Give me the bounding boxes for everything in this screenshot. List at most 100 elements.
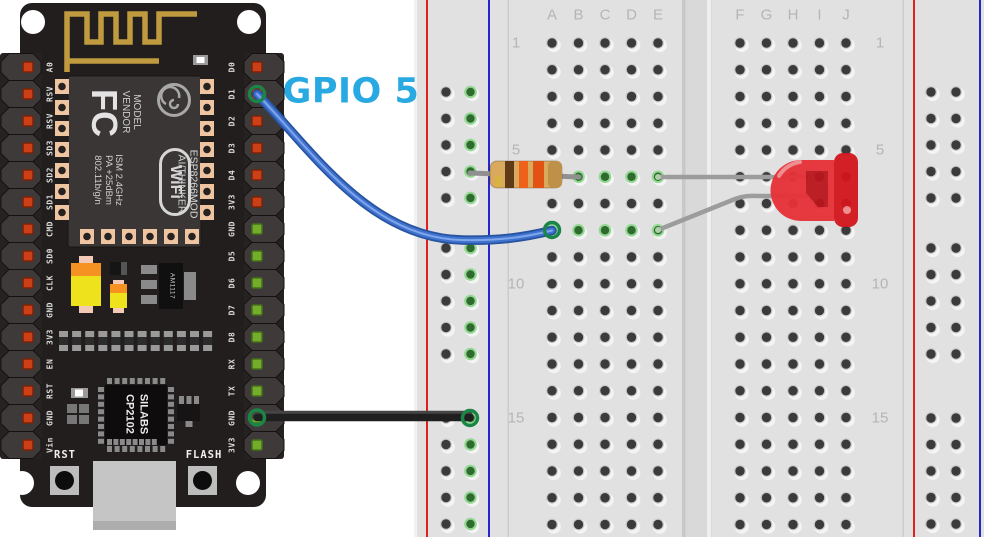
breadboard-hole[interactable] (926, 519, 936, 529)
breadboard-hole-connected[interactable] (600, 226, 610, 235)
breadboard-hole[interactable] (626, 493, 637, 503)
breadboard-hole[interactable] (573, 519, 584, 530)
breadboard-hole[interactable] (761, 145, 772, 155)
breadboard-hole[interactable] (761, 332, 772, 342)
breadboard-hole[interactable] (926, 296, 936, 306)
breadboard-hole[interactable] (951, 269, 961, 280)
breadboard-hole[interactable] (653, 65, 663, 75)
breadboard-hole[interactable] (600, 439, 610, 449)
left-pin-pad-SD2[interactable] (22, 169, 34, 181)
right-pin-3V3[interactable] (243, 188, 285, 216)
breadboard-hole[interactable] (841, 279, 851, 289)
breadboard-hole[interactable] (814, 332, 825, 342)
breadboard-hole[interactable] (547, 91, 557, 102)
breadboard-hole[interactable] (573, 38, 584, 48)
right-pin-D6[interactable] (243, 269, 285, 297)
breadboard-hole[interactable] (926, 413, 936, 423)
breadboard-hole[interactable] (441, 140, 451, 150)
breadboard-hole[interactable] (547, 466, 557, 476)
breadboard-hole-connected[interactable] (466, 140, 475, 150)
breadboard-hole[interactable] (573, 386, 584, 396)
breadboard-hole[interactable] (547, 252, 557, 262)
breadboard-hole[interactable] (788, 466, 798, 476)
breadboard-hole[interactable] (573, 439, 584, 449)
right-pin-pad-D3[interactable] (251, 142, 263, 154)
right-pin-TX[interactable] (243, 377, 285, 405)
breadboard-hole[interactable] (788, 65, 798, 75)
breadboard-hole[interactable] (841, 412, 851, 423)
breadboard-hole[interactable] (653, 439, 663, 449)
breadboard-hole-connected[interactable] (574, 226, 583, 235)
breadboard-hole[interactable] (814, 38, 825, 48)
breadboard-hole[interactable] (814, 493, 825, 503)
breadboard-hole[interactable] (653, 145, 663, 155)
right-pin-pad-3V3[interactable] (251, 439, 263, 451)
breadboard-hole[interactable] (735, 493, 745, 503)
right-pin-D8[interactable] (243, 323, 285, 351)
breadboard-hole-connected[interactable] (627, 226, 636, 235)
breadboard-hole[interactable] (841, 359, 851, 369)
breadboard-hole[interactable] (761, 439, 772, 449)
left-pin-CMD[interactable] (0, 215, 42, 243)
right-pin-GND[interactable] (243, 215, 285, 243)
resistor-330ohm[interactable] (467, 160, 582, 189)
breadboard-hole[interactable] (788, 252, 798, 262)
flash-button-cap[interactable] (193, 471, 212, 490)
breadboard-hole[interactable] (951, 322, 961, 333)
breadboard-hole[interactable] (926, 349, 936, 359)
breadboard-hole[interactable] (814, 519, 825, 530)
breadboard-hole-connected[interactable] (466, 349, 475, 359)
breadboard-hole[interactable] (626, 252, 637, 262)
left-pin-GND[interactable] (0, 296, 42, 324)
breadboard-hole[interactable] (814, 279, 825, 289)
breadboard-hole[interactable] (814, 412, 825, 423)
breadboard-hole[interactable] (951, 113, 961, 124)
breadboard-hole[interactable] (951, 193, 961, 203)
breadboard-hole[interactable] (441, 439, 451, 450)
left-pin-CLK[interactable] (0, 269, 42, 297)
left-pin-pad-EN[interactable] (22, 358, 34, 370)
breadboard-hole[interactable] (788, 439, 798, 449)
right-pin-pad-D0[interactable] (251, 61, 263, 73)
left-pin-A0[interactable] (0, 53, 42, 81)
breadboard-hole[interactable] (926, 243, 936, 253)
breadboard-hole[interactable] (626, 519, 637, 530)
breadboard-hole[interactable] (841, 305, 851, 316)
right-pin-D7[interactable] (243, 296, 285, 324)
breadboard-hole[interactable] (761, 305, 772, 316)
breadboard-hole[interactable] (600, 519, 610, 530)
breadboard-hole[interactable] (573, 252, 584, 262)
breadboard-hole[interactable] (573, 305, 584, 316)
left-pin-3V3[interactable] (0, 323, 42, 351)
breadboard-hole-connected[interactable] (466, 466, 475, 476)
breadboard-hole-connected[interactable] (466, 519, 475, 529)
breadboard-hole[interactable] (600, 359, 610, 369)
breadboard-hole[interactable] (926, 466, 936, 476)
breadboard-hole[interactable] (653, 38, 663, 48)
breadboard-hole[interactable] (926, 166, 936, 177)
breadboard-hole[interactable] (653, 252, 663, 262)
breadboard-hole[interactable] (441, 466, 451, 476)
breadboard-hole[interactable] (653, 305, 663, 316)
right-pin-RX[interactable] (243, 350, 285, 378)
left-pin-pad-SD0[interactable] (22, 250, 34, 262)
breadboard-hole[interactable] (761, 493, 772, 503)
led-body[interactable] (770, 153, 858, 227)
breadboard-hole[interactable] (600, 466, 610, 476)
breadboard-hole[interactable] (951, 296, 961, 306)
breadboard-hole[interactable] (735, 332, 745, 342)
breadboard-hole[interactable] (547, 493, 557, 503)
breadboard-hole[interactable] (951, 87, 961, 97)
left-pin-pad-GND[interactable] (22, 304, 34, 316)
left-pin-pad-SD3[interactable] (22, 142, 34, 154)
breadboard-hole[interactable] (626, 359, 637, 369)
breadboard-hole[interactable] (600, 279, 610, 289)
breadboard-hole[interactable] (626, 65, 637, 75)
breadboard-hole[interactable] (600, 118, 610, 128)
breadboard-hole[interactable] (761, 519, 772, 530)
breadboard-hole-connected[interactable] (466, 87, 475, 97)
connection-ring[interactable] (460, 408, 480, 428)
breadboard-hole[interactable] (547, 38, 557, 48)
breadboard-hole[interactable] (814, 145, 825, 155)
left-pin-pad-A0[interactable] (22, 61, 34, 73)
